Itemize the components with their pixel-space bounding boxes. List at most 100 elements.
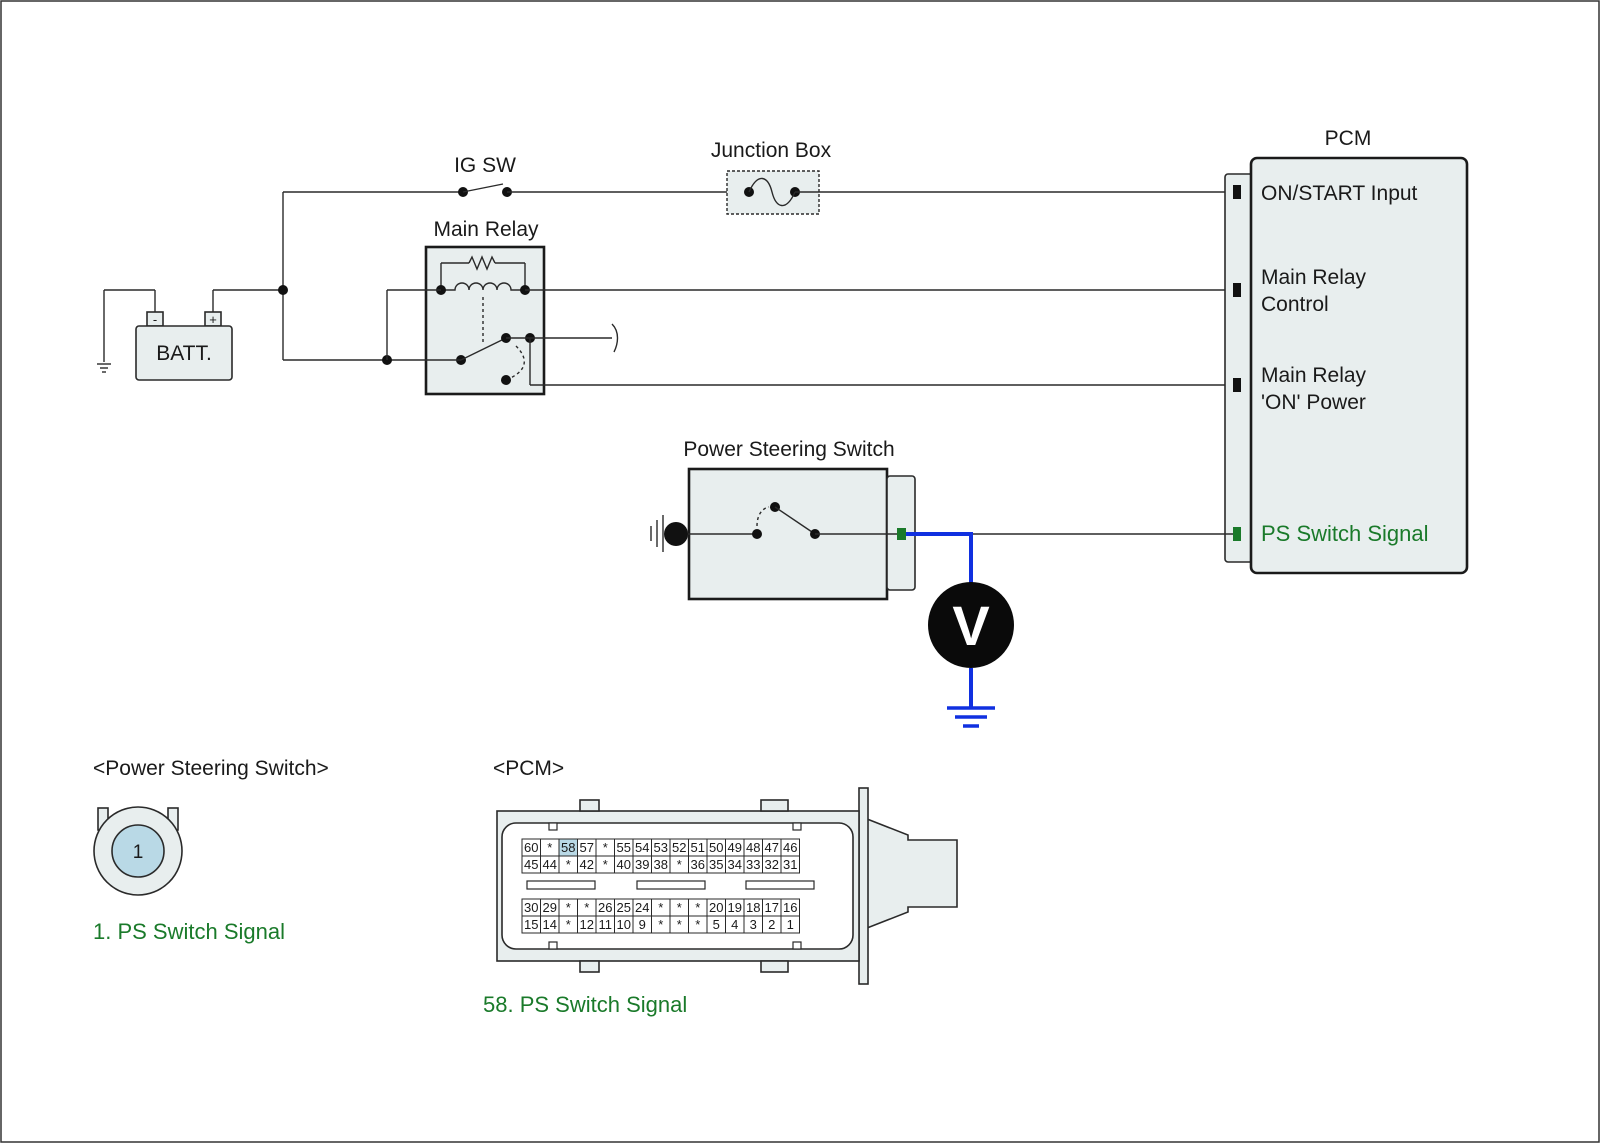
pcm-pin-label: 18	[746, 900, 760, 915]
pcm-pin-label: 5	[713, 917, 720, 932]
main-relay-label: Main Relay	[433, 218, 539, 241]
pcm-pin-label: 33	[746, 857, 760, 872]
pcm-pin-label: 31	[783, 857, 797, 872]
pcm-pin-label: 35	[709, 857, 723, 872]
pcm-pin-main-relay-on	[1233, 378, 1241, 392]
pcm-pin-ps-switch	[1233, 527, 1241, 541]
pcm-pin-label: 24	[635, 900, 649, 915]
pcm-pin-label: *	[677, 900, 682, 915]
voltmeter: V	[906, 532, 1014, 728]
chassis-ground-icon	[650, 515, 688, 552]
pcm-pin-label: 14	[543, 917, 557, 932]
pcm-pin-label: 54	[635, 840, 649, 855]
pcm-pin-cell	[780, 855, 800, 874]
pcm-pin-label: 52	[672, 840, 686, 855]
fuse-icon	[748, 177, 796, 207]
pcm-pin-label: 45	[524, 857, 538, 872]
pcm-connector-title: <PCM>	[493, 757, 564, 780]
junction-box-label: Junction Box	[711, 139, 832, 162]
pcm-pin-label: *	[566, 917, 571, 932]
pcm-pin-label: 1	[787, 917, 794, 932]
pcm-body	[1249, 156, 1469, 575]
pcm-pin-label: *	[677, 917, 682, 932]
ps-connector-desc: 1. PS Switch Signal	[93, 919, 285, 944]
pcm-pin-label: 50	[709, 840, 723, 855]
pcm-pin-label: 57	[580, 840, 594, 855]
pcm-pin-label: 30	[524, 900, 538, 915]
pcm-pin-label: *	[603, 840, 608, 855]
pcm-pin-main-relay-control	[1233, 283, 1241, 297]
pcm-pin-label: 47	[765, 840, 779, 855]
pcm-pin-label: 49	[728, 840, 742, 855]
pcm-pin-label: 51	[691, 840, 705, 855]
wire-break-icon	[611, 323, 619, 353]
pcm-main-relay-on-label-1: Main Relay	[1261, 364, 1367, 387]
pcm-label: PCM	[1325, 127, 1372, 150]
pcm-pin-label: 48	[746, 840, 760, 855]
pcm-pin-label: *	[677, 857, 682, 872]
pcm-pin-label: 42	[580, 857, 594, 872]
pcm-pin-label: 25	[617, 900, 631, 915]
pcm-pin-label: 53	[654, 840, 668, 855]
power-steering-switch: Power Steering Switch	[650, 438, 916, 601]
pcm-pin-cell	[780, 915, 800, 934]
pcm-connector-flange	[858, 787, 869, 985]
pcm-pin-on-start	[1233, 185, 1241, 199]
pcm-pin-label: 11	[599, 917, 613, 932]
pcm-pin-label: 4	[731, 917, 738, 932]
battery-label: BATT.	[156, 342, 212, 365]
splice-point	[278, 285, 288, 295]
pcm-connector-wire-cover	[861, 815, 958, 932]
pcm-pin-label: 15	[524, 917, 538, 932]
pcm-module: PCM ON/START Input Main Relay Control Ma…	[1224, 127, 1469, 575]
pcm-pin-label: 32	[765, 857, 779, 872]
pcm-pin-label: 39	[635, 857, 649, 872]
main-relay: Main Relay	[382, 218, 1237, 396]
ps-switch-connector-view: <Power Steering Switch> 1 1. PS Switch S…	[93, 757, 329, 944]
pcm-main-relay-control-label-1: Main Relay	[1261, 266, 1367, 289]
pcm-pin-label: 2	[768, 917, 775, 932]
pcm-pin-label: 12	[580, 917, 594, 932]
pcm-pin-label: 38	[654, 857, 668, 872]
pcm-pin-label: 19	[728, 900, 742, 915]
pcm-pin-label: 44	[543, 857, 557, 872]
pcm-pin-label: 36	[691, 857, 705, 872]
pcm-pin-label: *	[695, 917, 700, 932]
pcm-pin-label: 9	[639, 917, 646, 932]
pcm-pin-label: 3	[750, 917, 757, 932]
junction-box: Junction Box	[711, 139, 1237, 215]
pcm-pin-label: 60	[524, 840, 538, 855]
pcm-main-relay-control-label-2: Control	[1261, 293, 1329, 316]
voltmeter-body	[928, 582, 1014, 668]
pcm-connector-desc: 58. PS Switch Signal	[483, 992, 687, 1017]
pcm-pin-label: 26	[598, 900, 612, 915]
pcm-pin-label: *	[584, 900, 589, 915]
battery-plus-label: +	[209, 312, 217, 327]
battery-body	[135, 325, 233, 381]
relay-coil-icon	[441, 282, 525, 291]
battery: - + BATT.	[97, 289, 283, 381]
resistor-icon	[468, 255, 496, 271]
pcm-pin-label: 34	[728, 857, 742, 872]
pcm-pin-label: 58	[561, 840, 575, 855]
pcm-pin-label: 10	[617, 917, 631, 932]
ps-connector-pin-1	[111, 824, 165, 878]
pcm-pin-label: *	[566, 857, 571, 872]
pcm-pin-label: *	[658, 917, 663, 932]
pcm-pin-label: 55	[617, 840, 631, 855]
meter-ground-icon	[947, 706, 995, 728]
pcm-on-start-label: ON/START Input	[1261, 182, 1418, 205]
pcm-pin-label: 40	[617, 857, 631, 872]
pcm-ps-switch-label: PS Switch Signal	[1261, 521, 1429, 546]
pcm-pin-label: 17	[765, 900, 779, 915]
pcm-pin-label: *	[695, 900, 700, 915]
ps-switch-pin-1	[897, 528, 906, 540]
pcm-pin-label: *	[547, 840, 552, 855]
ground-icon	[97, 363, 111, 373]
main-relay-body	[424, 245, 546, 396]
